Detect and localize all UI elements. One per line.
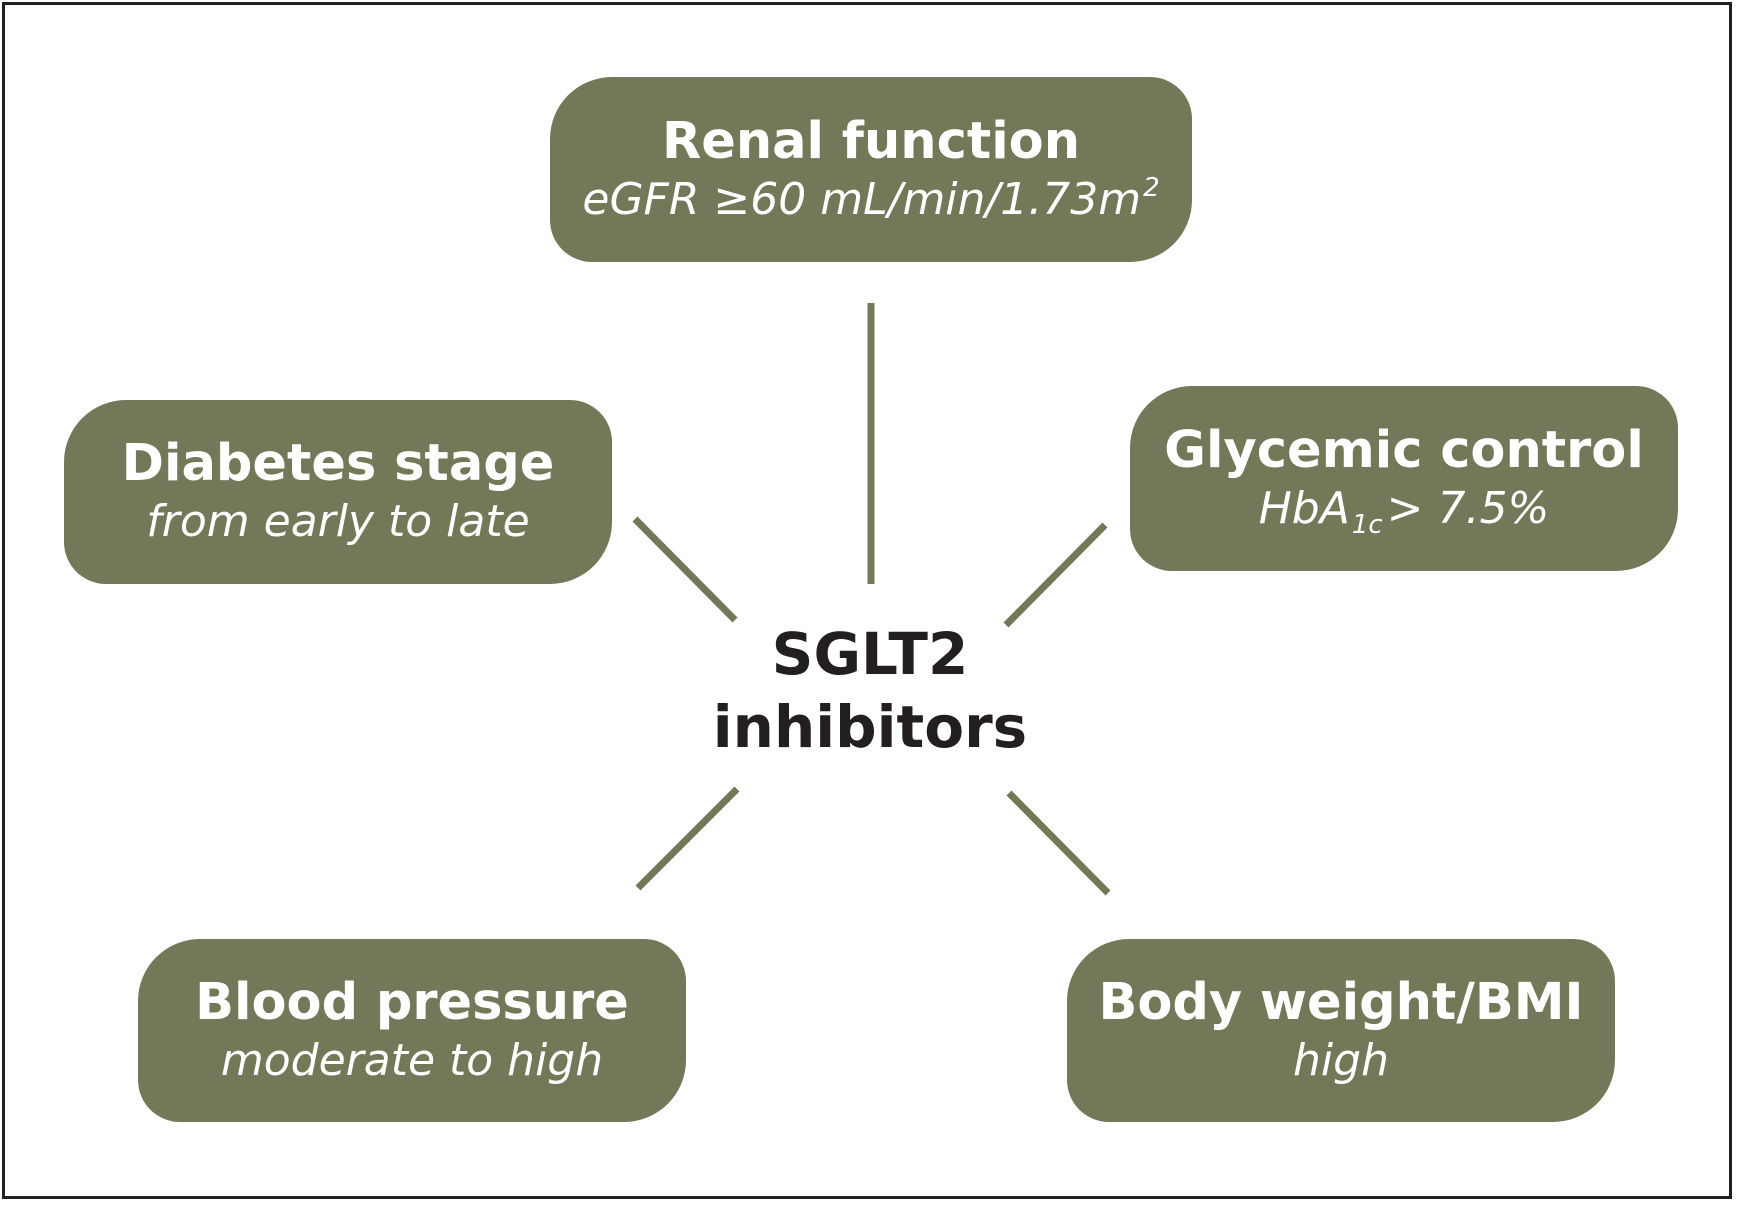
node-bp-title: Blood pressure [195,972,629,1032]
center-label-line2: inhibitors [712,693,1028,761]
node-renal-detail: eGFR ≥60 mL/min/1.73m2 [582,172,1159,228]
center-label: SGLT2 inhibitors [660,618,1080,764]
node-bmi-detail: high [1293,1034,1389,1086]
node-body-weight-bmi: Body weight/BMI high [1067,939,1615,1122]
node-glycemic-control: Glycemic control HbA1c> 7.5% [1130,386,1678,571]
node-renal-detail-text: eGFR ≥60 mL/min/1.73m [582,173,1142,225]
node-glycemic-detail: HbA1c> 7.5% [1258,481,1550,540]
node-renal-function: Renal function eGFR ≥60 mL/min/1.73m2 [550,77,1192,262]
connector-diabetes [632,516,738,623]
center-label-line1: SGLT2 [771,620,969,688]
node-blood-pressure: Blood pressure moderate to high [138,939,686,1122]
connector-bmi [1006,790,1111,896]
node-glycemic-detail-suffix: > 7.5% [1386,482,1550,534]
node-renal-detail-superscript: 2 [1143,172,1160,203]
node-glycemic-detail-subscript: 1c [1351,509,1383,540]
node-bmi-title: Body weight/BMI [1098,972,1584,1032]
node-glycemic-title: Glycemic control [1164,420,1644,480]
connector-glycemic [1003,522,1108,628]
connector-bp [635,786,740,891]
node-diabetes-stage: Diabetes stage from early to late [64,400,612,584]
node-diabetes-title: Diabetes stage [121,434,555,493]
node-bp-detail: moderate to high [220,1034,604,1086]
node-diabetes-detail: from early to late [146,496,530,547]
node-renal-title: Renal function [661,111,1081,171]
node-glycemic-detail-prefix: HbA [1258,482,1350,534]
